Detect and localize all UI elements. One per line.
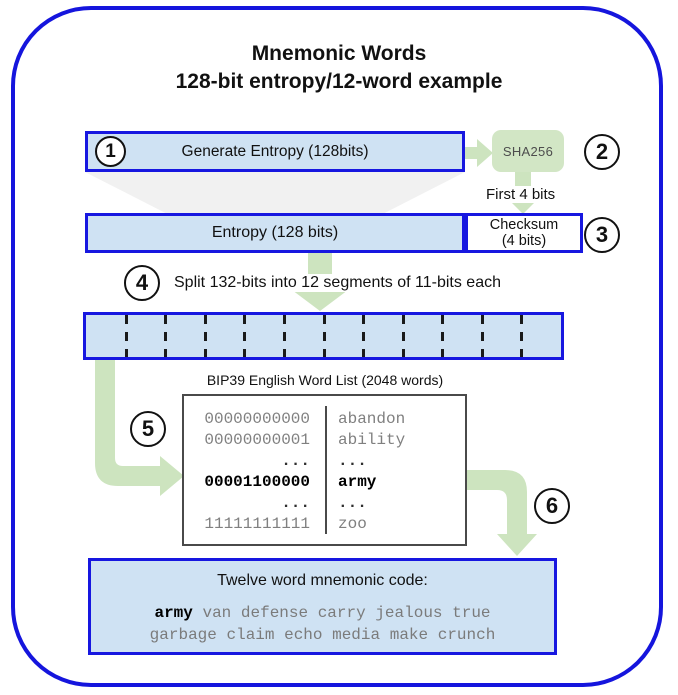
wordlist-row: ... ...: [184, 451, 465, 472]
step-1-badge: 1: [95, 136, 126, 167]
mnemonic-words: army van defense carry jealous true garb…: [150, 602, 496, 646]
wordlist-row-selected: 00001100000 army: [184, 472, 465, 493]
arrow-right-to-sha256-icon: [463, 139, 493, 167]
wordlist-word: ability: [338, 431, 406, 449]
wordlist-title: BIP39 English Word List (2048 words): [206, 372, 444, 388]
wordlist-bits: ...: [281, 494, 310, 512]
wordlist-row: 00000000000 abandon: [184, 409, 465, 430]
segment-divider: [164, 315, 168, 357]
segment-divider: [480, 315, 484, 357]
step-2-badge: 2: [584, 134, 620, 170]
title-line-2: 128-bit entropy/12-word example: [175, 70, 503, 93]
mnemonic-line-1: army van defense carry jealous true: [150, 602, 496, 624]
wordlist-word: ...: [338, 494, 367, 512]
segments-box: [83, 312, 564, 360]
mnemonic-heading: Twelve word mnemonic code:: [217, 572, 428, 589]
arrow-elbow-to-mnemonic-icon: [465, 470, 537, 556]
generate-entropy-box: Generate Entropy (128bits): [85, 131, 465, 172]
checksum-label-line1: Checksum: [489, 217, 559, 233]
step-3-number: 3: [595, 222, 609, 247]
wordlist-word: zoo: [338, 515, 367, 533]
wordlist-bits: ...: [281, 452, 310, 470]
diagram-frame: [11, 6, 663, 687]
step-4-badge: 4: [124, 265, 160, 301]
wordlist-word: ...: [338, 452, 367, 470]
step-2-number: 2: [595, 139, 609, 164]
wordlist-row: 00000000001 ability: [184, 430, 465, 451]
checksum-box: Checksum (4 bits): [465, 213, 583, 253]
sha256-label: SHA256: [502, 143, 554, 159]
generate-entropy-label: Generate Entropy (128bits): [181, 142, 369, 160]
step-4-number: 4: [135, 270, 149, 295]
wordlist-bits: 00000000000: [204, 410, 310, 428]
wordlist-row: ... ...: [184, 493, 465, 514]
step-5-badge: 5: [130, 411, 166, 447]
diagram-title: Mnemonic Words 128-bit entropy/12-word e…: [0, 40, 678, 96]
checksum-label-line2: (4 bits): [501, 233, 547, 249]
step-5-number: 5: [141, 416, 155, 441]
wordlist-divider: [325, 406, 327, 534]
segments-inner: [86, 315, 561, 357]
wordlist-word: army: [338, 473, 377, 491]
segment-divider: [401, 315, 405, 357]
arrow-elbow-to-wordlist-icon: [95, 358, 184, 496]
segment-divider: [243, 315, 247, 357]
mnemonic-first-word: army: [154, 604, 193, 622]
segment-divider: [282, 315, 286, 357]
entropy-label: Entropy (128 bits): [211, 224, 339, 241]
entropy-box: Entropy (128 bits): [85, 213, 465, 253]
title-line-1: Mnemonic Words: [251, 42, 427, 65]
wordlist-bits: 00001100000: [204, 473, 310, 491]
mnemonic-line-2: garbage claim echo media make crunch: [149, 626, 496, 644]
wordlist-bits: 00000000001: [204, 431, 310, 449]
segment-divider: [362, 315, 366, 357]
split-caption: Split 132-bits into 12 segments of 11-bi…: [171, 274, 504, 292]
step-3-badge: 3: [584, 217, 620, 253]
segment-divider: [124, 315, 128, 357]
segment-divider: [441, 315, 445, 357]
step-1-number: 1: [105, 140, 116, 162]
first-4-bits-label: First 4 bits: [484, 186, 558, 203]
step-6-badge: 6: [534, 488, 570, 524]
wordlist-box: 00000000000 abandon 00000000001 ability …: [182, 394, 467, 546]
wordlist-word: abandon: [338, 410, 406, 428]
sha256-box: SHA256: [492, 130, 564, 172]
segment-divider: [203, 315, 207, 357]
step-6-number: 6: [545, 493, 559, 518]
mnemonic-box: Twelve word mnemonic code: army van defe…: [88, 558, 557, 655]
mnemonic-line-1-rest: van defense carry jealous true: [192, 604, 491, 622]
wordlist-bits: 11111111111: [204, 515, 310, 533]
segment-divider: [520, 315, 524, 357]
segment-divider: [322, 315, 326, 357]
wordlist-row: 11111111111 zoo: [184, 514, 465, 535]
